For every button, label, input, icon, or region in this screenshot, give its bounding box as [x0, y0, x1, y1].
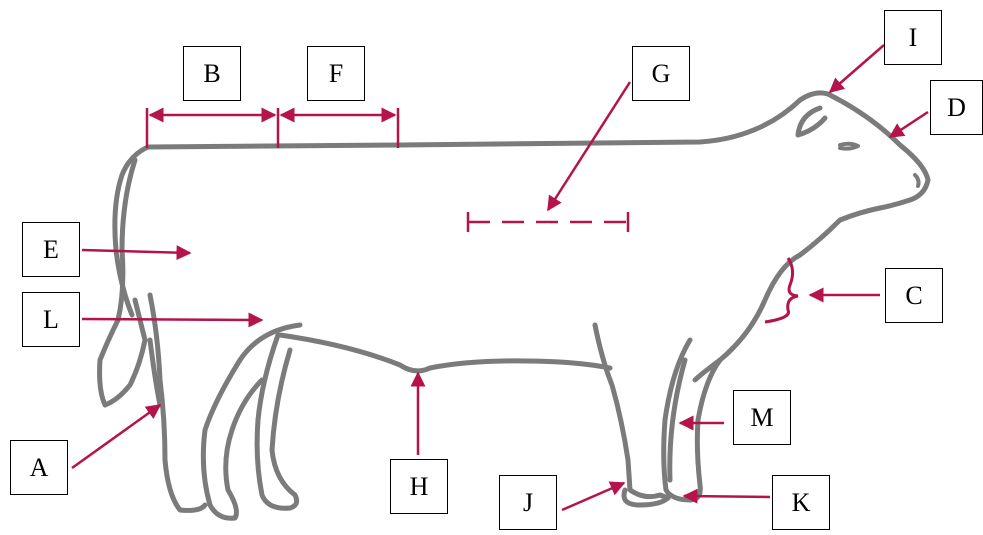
label-box-c: C: [885, 268, 943, 323]
label-i: I: [908, 22, 918, 52]
label-h: H: [409, 471, 429, 501]
label-box-b: B: [183, 46, 241, 101]
cow-front-leg-inner: [667, 357, 688, 483]
cow-tail: [97, 157, 148, 408]
cow-nostril: [913, 173, 921, 188]
cow-topline: [145, 90, 831, 150]
label-box-k: K: [772, 475, 830, 530]
cow-hock: [147, 337, 163, 408]
label-d: D: [947, 92, 966, 122]
arrow-e: [81, 245, 192, 261]
label-box-g: G: [632, 46, 690, 101]
label-box-a: A: [10, 440, 68, 495]
label-j: J: [522, 487, 534, 517]
arrow-d: [888, 110, 929, 139]
label-f: F: [328, 58, 344, 88]
label-box-l: L: [22, 292, 80, 347]
label-m: M: [750, 402, 774, 432]
arrow-g: [546, 81, 632, 212]
label-box-f: F: [307, 46, 365, 101]
label-a: A: [29, 452, 49, 482]
label-k: K: [791, 487, 811, 517]
arrow-a: [71, 403, 162, 470]
cow-hind-leg-front: [254, 332, 300, 511]
cow-eye: [838, 141, 860, 151]
dimension-lines: [145, 107, 400, 148]
cow-hind-leg-back: [147, 292, 208, 513]
pointer-arrows: [71, 44, 929, 512]
cow-belly: [277, 332, 613, 374]
label-l: L: [43, 304, 59, 334]
cow-ear: [795, 105, 828, 138]
label-box-d: D: [930, 80, 983, 135]
cow-front-hoof: [621, 487, 671, 508]
label-g: G: [651, 58, 671, 88]
cow-throat: [692, 252, 803, 383]
label-c: C: [905, 280, 923, 310]
cow-head: [797, 91, 931, 258]
arrow-l: [81, 312, 264, 328]
cow-hind-leg-outer: [200, 322, 303, 521]
label-box-h: H: [390, 459, 448, 514]
dewlap-bracket: [764, 257, 799, 324]
arrow-k: [682, 488, 771, 504]
cow-outline: [97, 90, 931, 521]
label-box-i: I: [884, 10, 942, 65]
cow-front-leg-back: [592, 322, 671, 501]
label-box-m: M: [733, 390, 791, 445]
arrow-i: [828, 44, 885, 93]
label-b: B: [203, 58, 221, 88]
label-e: E: [43, 234, 59, 264]
dashed-line-g: [466, 212, 630, 232]
label-box-j: J: [499, 475, 557, 530]
arrow-j: [561, 481, 626, 512]
label-box-e: E: [22, 222, 80, 277]
